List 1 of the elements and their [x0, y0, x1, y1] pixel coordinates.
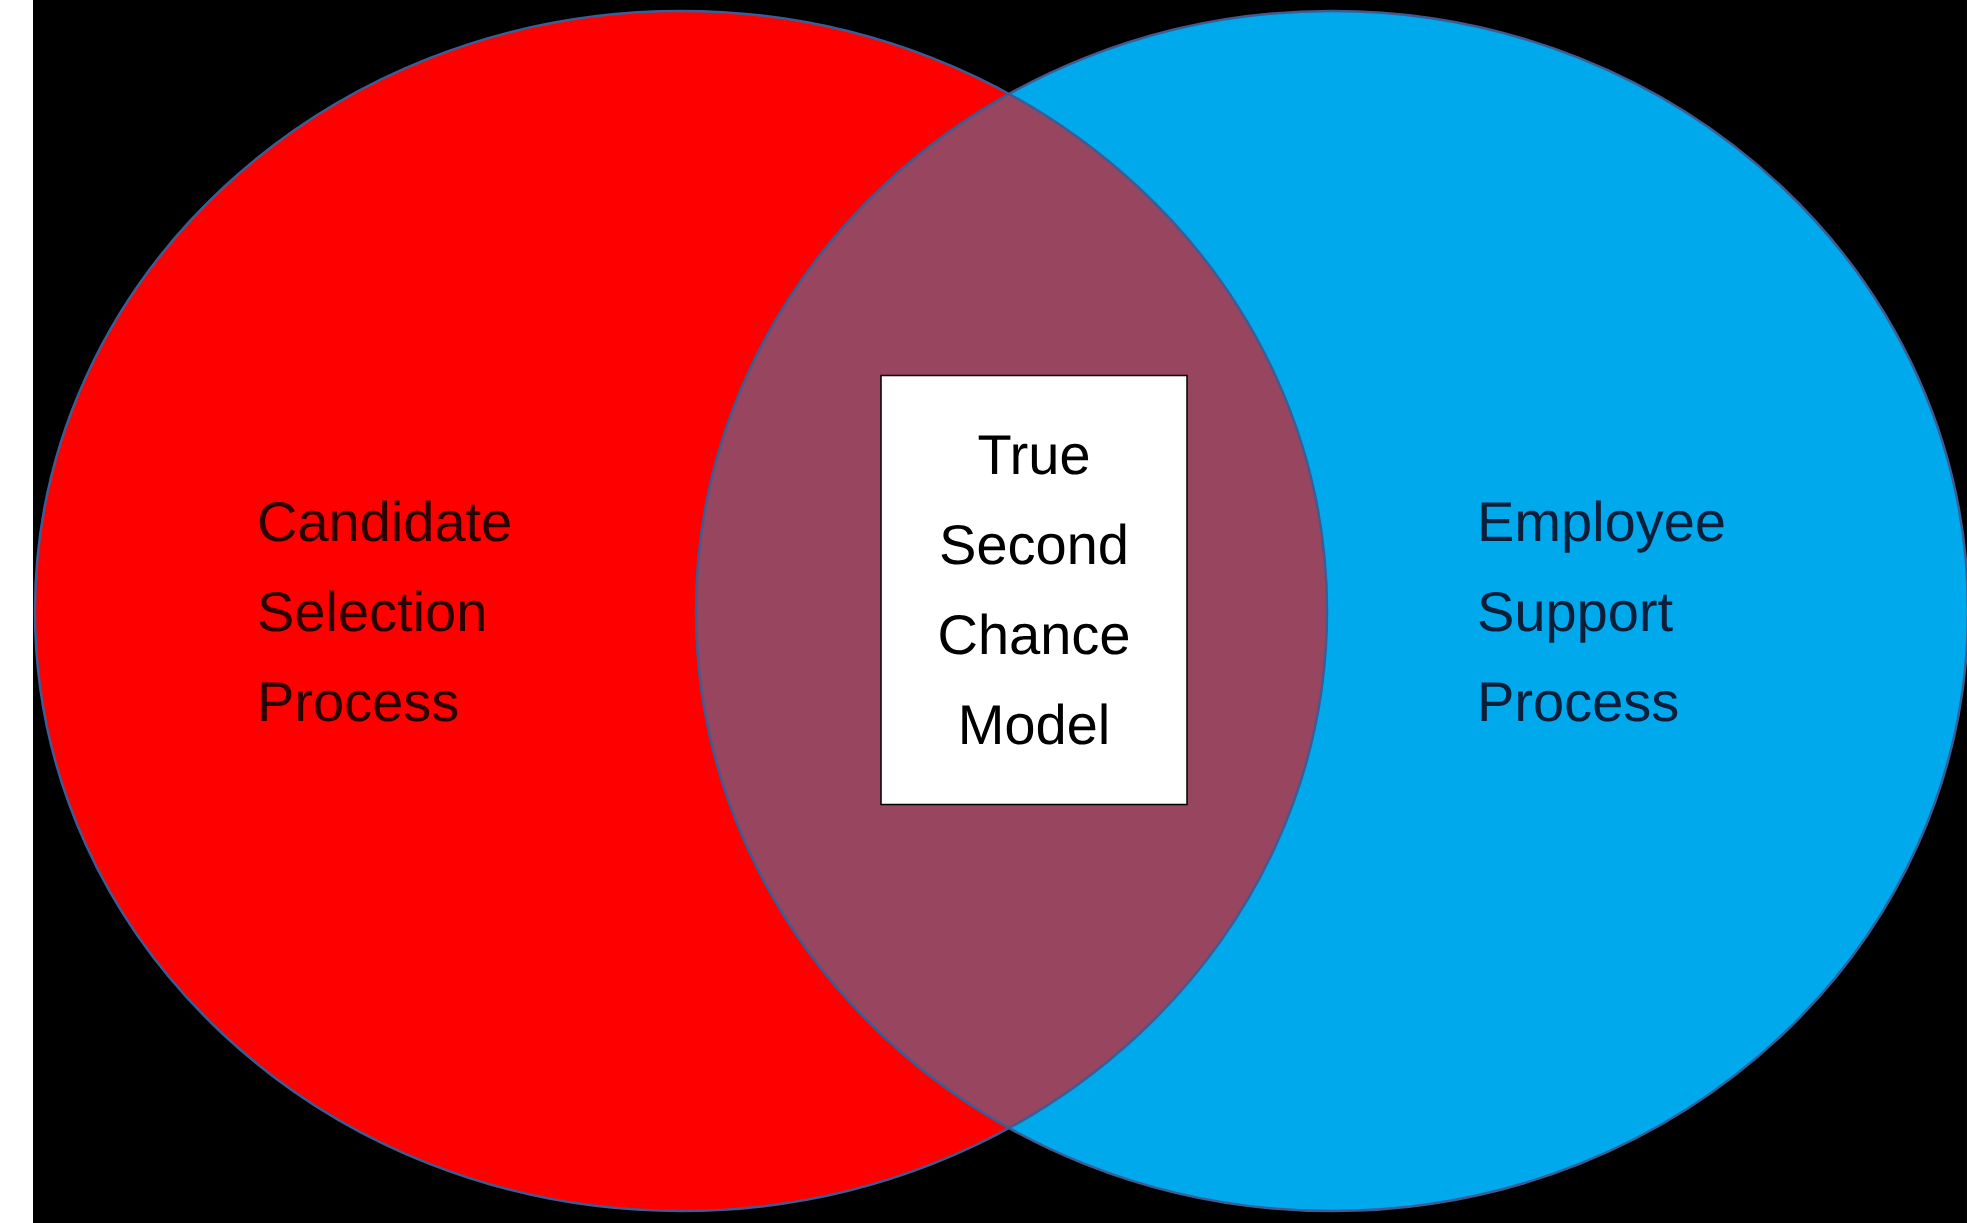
text-box: True Second Chance Model — [880, 374, 1188, 806]
